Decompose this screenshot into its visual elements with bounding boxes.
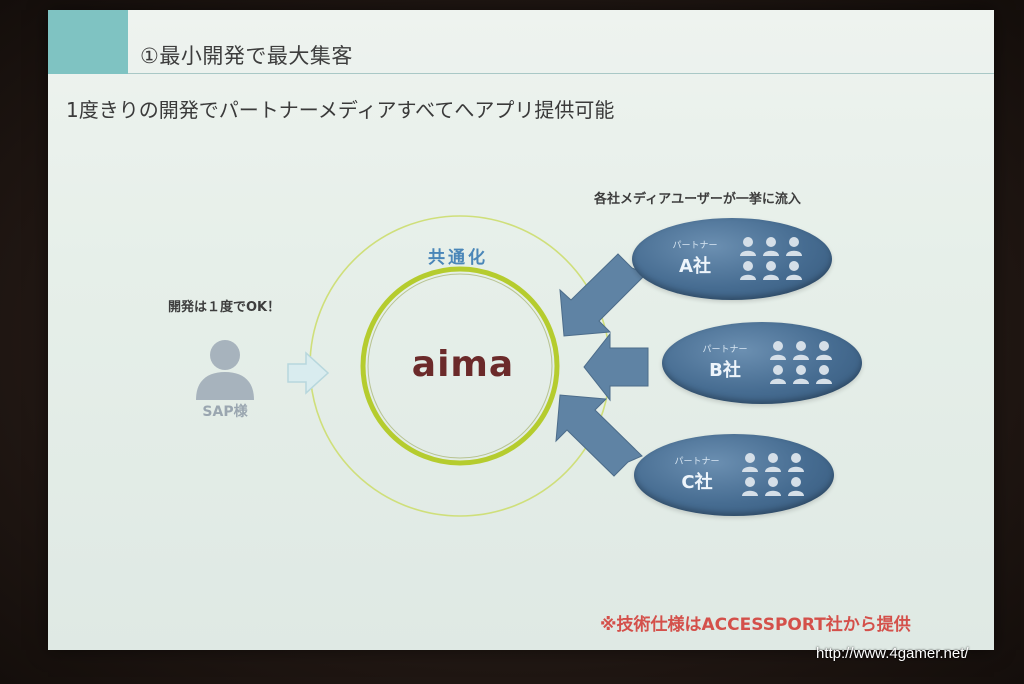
partner-name: C社 [681, 472, 713, 493]
site-watermark: http://www.4gamer.net/ [816, 645, 969, 662]
partner-a: パートナー A社 [632, 218, 832, 300]
diagram-graphics [287, 215, 649, 517]
partner-tag: パートナー [672, 241, 718, 251]
partner-tag: パートナー [702, 345, 748, 355]
footnote: ※技術仕様はACCESSPORT社から提供 [600, 615, 911, 635]
arrow-icon-a [559, 253, 647, 337]
inner-ring-shadow [367, 273, 553, 459]
partner-oval [662, 322, 862, 404]
arrow-icon-c [555, 394, 643, 477]
slide-subtitle: 1度きりの開発でパートナーメディアすべてへアプリ提供可能 [66, 98, 615, 122]
presentation-slide: ①最小開発で最大集客 1度きりの開発でパートナーメディアすべてへアプリ提供可能 [48, 10, 994, 650]
aima-logo: aima [411, 344, 515, 385]
partner-tag: パートナー [674, 457, 720, 467]
inflow-label: 各社メディアユーザーが一挙に流入 [594, 192, 801, 207]
dev-once-label: 開発は１度でOK！ [168, 300, 281, 315]
partner-b: パートナー B社 [662, 322, 862, 404]
partner-oval [634, 434, 834, 516]
people-group-icon [740, 237, 802, 280]
sap-arrow-icon [287, 351, 330, 395]
people-group-icon [742, 453, 804, 496]
inner-ring [360, 266, 560, 466]
partner-c: パートナー C社 [634, 434, 834, 516]
user-label: SAP様 [202, 404, 248, 420]
title-divider [128, 73, 994, 74]
person-icon [196, 340, 254, 400]
partner-name: A社 [679, 256, 711, 277]
partner-oval [632, 218, 832, 300]
partner-name: B社 [709, 360, 741, 381]
slide-title: ①最小開発で最大集客 [140, 44, 353, 68]
people-group-icon [770, 341, 832, 384]
common-label: 共通化 [428, 248, 488, 268]
arrow-icon-b [583, 332, 649, 402]
title-accent-block [48, 10, 128, 74]
